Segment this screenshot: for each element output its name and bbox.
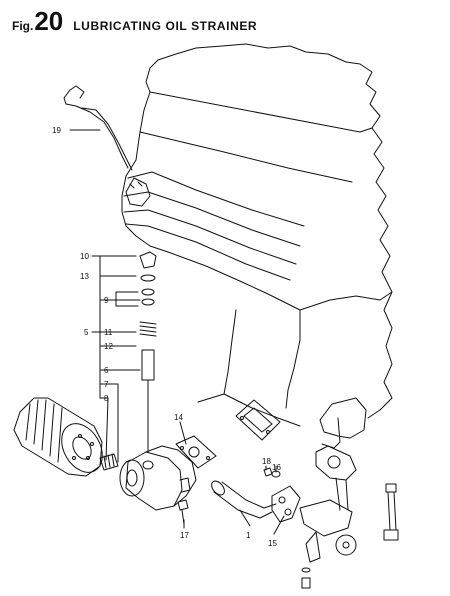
pump-washers <box>301 567 311 589</box>
figure-header: Fig. 20 LUBRICATING OIL STRAINER <box>12 8 257 34</box>
callout-14: 14 <box>174 413 183 422</box>
callout-6: 6 <box>104 366 109 375</box>
figure-label: Fig. <box>12 19 34 33</box>
callout-18: 18 <box>262 457 271 466</box>
callout-17: 17 <box>180 531 189 540</box>
gasket <box>175 435 217 469</box>
engine-block <box>121 43 393 427</box>
bolt-17 <box>177 499 189 525</box>
callout-19: 19 <box>52 126 61 135</box>
callout-7: 7 <box>104 380 109 389</box>
mounting-pad <box>235 399 281 441</box>
callout-1: 1 <box>246 531 251 540</box>
callout-5: 5 <box>84 328 89 337</box>
oil-filter-cartridge <box>13 397 103 477</box>
dipstick <box>63 85 133 171</box>
callout-12: 12 <box>104 342 113 351</box>
filter-nipple <box>99 453 119 471</box>
callout-leaders <box>69 129 285 535</box>
strainer-body <box>119 445 197 511</box>
callout-11: 11 <box>104 328 113 337</box>
oil-pump <box>299 397 367 563</box>
callout-13: 13 <box>80 272 89 281</box>
callout-10: 10 <box>80 252 89 261</box>
callout-16: 16 <box>272 463 281 472</box>
pipe-flange <box>271 485 301 523</box>
callout-15: 15 <box>268 539 277 548</box>
callout-labels: 19 10 13 9 5 11 12 6 7 8 14 18 16 17 1 1… <box>52 126 281 548</box>
callout-8: 8 <box>104 394 109 403</box>
relief-valve-stack <box>139 251 157 453</box>
figure-number: 20 <box>34 6 64 36</box>
oil-pipe <box>211 480 277 519</box>
long-bolt <box>383 483 399 541</box>
figure-title: LUBRICATING OIL STRAINER <box>73 19 258 33</box>
callout-9: 9 <box>104 296 109 305</box>
